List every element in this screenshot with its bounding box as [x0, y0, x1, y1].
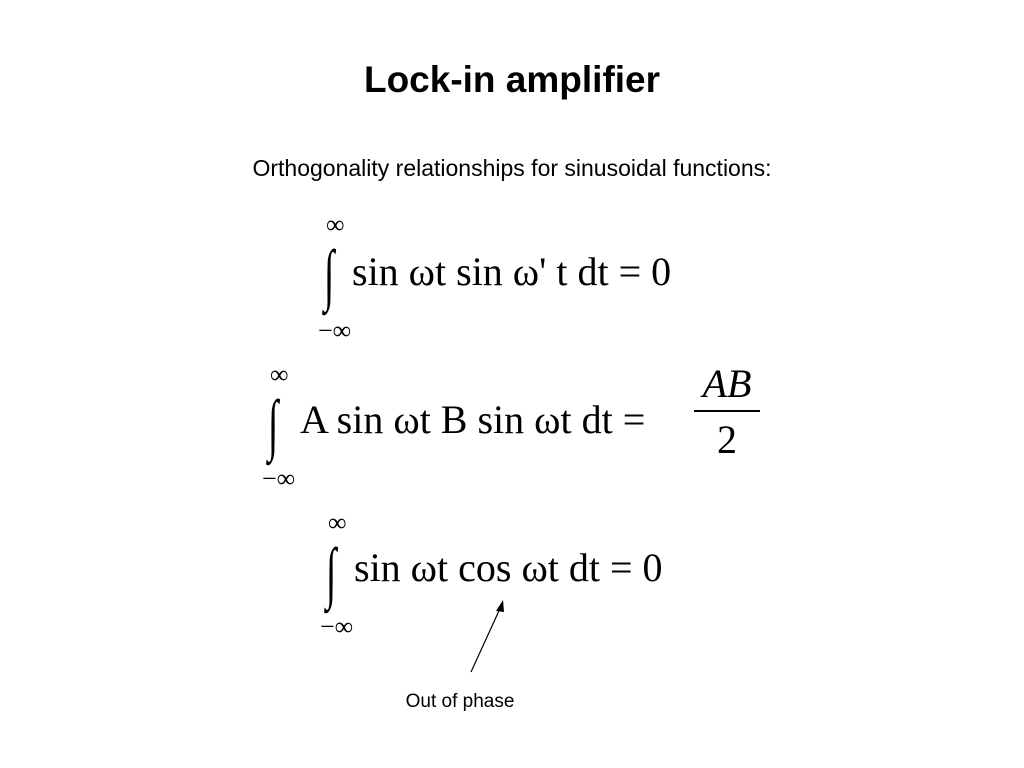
slide-subtitle: Orthogonality relationships for sinusoid…: [252, 155, 772, 181]
lower-limit: −∞: [262, 464, 296, 493]
equation-3: ∞ ∫ −∞ sin ωt cos ωt dt = 0: [320, 508, 720, 641]
lower-limit: −∞: [318, 316, 352, 345]
slide-title: Lock-in amplifier: [363, 59, 661, 100]
upper-limit: ∞: [326, 210, 345, 239]
equation-body: sin ωt cos ωt dt = 0: [354, 545, 663, 590]
annotation-label: Out of phase: [405, 691, 515, 712]
lower-limit: −∞: [320, 612, 354, 641]
fraction-denominator: 2: [717, 417, 737, 462]
fraction: AB 2: [694, 362, 760, 462]
integral-sign: ∫: [326, 534, 337, 610]
equation-1: ∞ ∫ −∞ sin ωt sin ω' t dt = 0: [318, 210, 718, 344]
fraction-numerator: AB: [702, 361, 752, 406]
integral-sign: ∫: [268, 386, 279, 462]
fraction-bar: [694, 410, 760, 412]
integral-sign: ∫: [324, 236, 335, 312]
upper-limit: ∞: [270, 360, 289, 389]
equation-body: A sin ωt B sin ωt dt =: [300, 397, 646, 442]
equation-2: ∞ ∫ −∞ A sin ωt B sin ωt dt =: [262, 360, 782, 493]
equation-body: sin ωt sin ω' t dt = 0: [352, 249, 672, 294]
upper-limit: ∞: [328, 508, 347, 537]
